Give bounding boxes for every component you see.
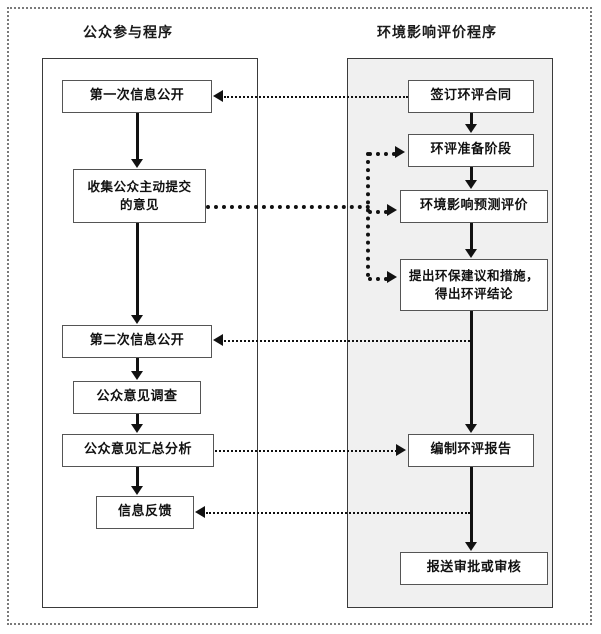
node-second-disclosure[interactable]: 第二次信息公开	[62, 325, 212, 358]
flow-line-left-3	[136, 358, 139, 372]
node-collect-opinions[interactable]: 收集公众主动提交的意见	[73, 169, 206, 223]
connector-trunk-to-impact-predict	[368, 210, 388, 214]
node-prep-stage[interactable]: 环评准备阶段	[408, 134, 534, 167]
flow-arrow-left-4	[131, 424, 143, 433]
node-label: 收集公众主动提交的意见	[87, 178, 192, 212]
flow-arrow-right-5	[465, 542, 477, 551]
node-label: 公众意见调查	[96, 389, 178, 405]
column-title-public-participation: 公众参与程序	[83, 25, 173, 41]
node-label: 公众意见汇总分析	[83, 442, 192, 458]
node-label: 签订环评合同	[430, 88, 512, 104]
connector-trunk-to-prep-stage	[368, 152, 396, 156]
node-impact-predict[interactable]: 环境影响预测评价	[400, 190, 548, 223]
node-conclusion[interactable]: 提出环保建议和措施，得出环评结论	[400, 259, 548, 311]
connector-arrow-right-conclusion	[387, 271, 397, 283]
flow-arrow-right-2	[465, 180, 477, 189]
flow-arrow-left-5	[131, 486, 143, 495]
flow-line-right-5	[470, 467, 473, 543]
connector-arrow-right-impact-predict	[387, 204, 397, 216]
flow-line-left-2	[136, 223, 139, 316]
connector-contract-to-first-disclosure	[224, 96, 408, 98]
flow-line-right-4	[470, 311, 473, 425]
flow-line-left-4	[136, 414, 139, 425]
node-opinion-survey[interactable]: 公众意见调查	[73, 381, 201, 414]
connector-right-to-second-disclosure	[224, 340, 470, 342]
flow-arrow-left-3	[131, 371, 143, 380]
flow-line-right-1	[470, 113, 473, 125]
flow-arrow-right-4	[465, 424, 477, 433]
connector-arrow-left-second-disclosure	[213, 334, 223, 346]
flow-arrow-right-3	[465, 249, 477, 258]
node-label: 第一次信息公开	[89, 88, 185, 104]
flow-line-right-2	[470, 167, 473, 181]
node-feedback[interactable]: 信息反馈	[96, 496, 194, 529]
connector-report-to-feedback	[206, 512, 470, 514]
connector-arrow-right-compile-report	[396, 444, 406, 456]
node-sign-contract[interactable]: 签订环评合同	[408, 80, 534, 113]
flow-line-right-3	[470, 223, 473, 250]
flow-arrow-left-1	[131, 159, 143, 168]
node-label: 提出环保建议和措施，得出环评结论	[409, 267, 540, 301]
page-dotted-border	[7, 7, 592, 625]
node-label: 环境影响预测评价	[419, 198, 528, 214]
connector-arrow-left-feedback	[195, 506, 205, 518]
column-title-eia-procedure: 环境影响评价程序	[377, 25, 497, 41]
flow-line-left-1	[136, 113, 139, 160]
connector-trunk-to-conclusion	[368, 277, 388, 281]
connector-trunk-vertical	[366, 152, 370, 277]
flow-arrow-left-2	[131, 315, 143, 324]
flow-arrow-right-1	[465, 124, 477, 133]
node-label: 编制环评报告	[430, 442, 512, 458]
node-label: 报送审批或审核	[426, 560, 522, 576]
connector-collect-to-trunk	[206, 205, 370, 209]
node-first-disclosure[interactable]: 第一次信息公开	[62, 80, 212, 113]
flow-line-left-5	[136, 467, 139, 487]
node-label: 信息反馈	[117, 504, 172, 520]
node-label: 环评准备阶段	[430, 142, 512, 158]
node-submit-approval[interactable]: 报送审批或审核	[400, 552, 548, 585]
connector-arrow-left-first-disclosure	[213, 90, 223, 102]
node-compile-report[interactable]: 编制环评报告	[408, 434, 534, 467]
node-opinion-analysis[interactable]: 公众意见汇总分析	[62, 434, 214, 467]
node-label: 第二次信息公开	[89, 333, 185, 349]
connector-arrow-right-prep-stage	[395, 146, 405, 158]
connector-analysis-to-compile-report	[215, 450, 397, 452]
